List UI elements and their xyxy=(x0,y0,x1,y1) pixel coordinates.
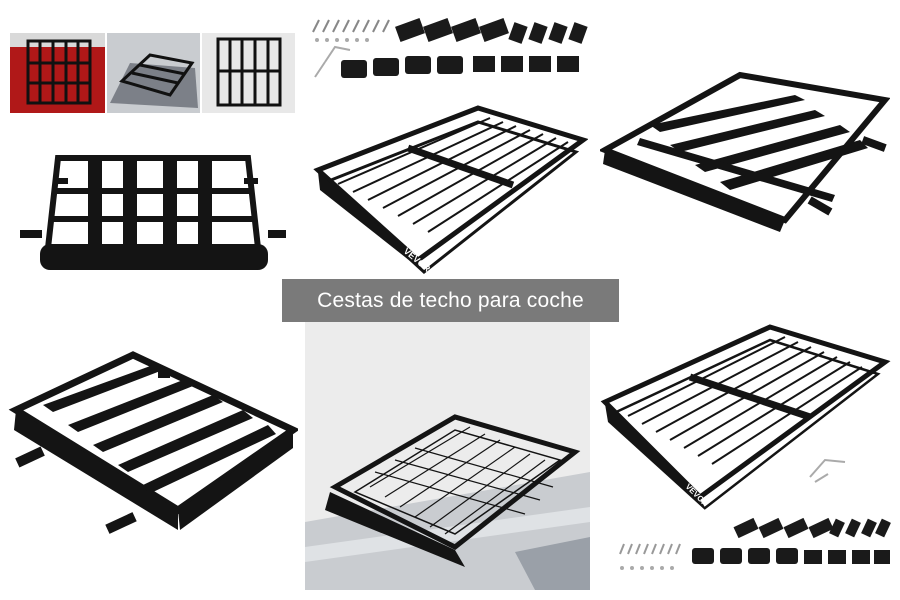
rack-graphic xyxy=(20,155,286,270)
basket-on-car-photo xyxy=(305,322,590,590)
wire-basket-rack-photo: VEVOR xyxy=(308,100,588,275)
collage-graphic xyxy=(10,33,295,113)
basket-hardware-graphic: VEVOR xyxy=(600,324,891,570)
wire-basket-hardware-photo: VEVOR xyxy=(600,322,892,580)
caption-banner: Cestas de techo para coche xyxy=(282,279,619,322)
collage-car-photos xyxy=(10,33,295,113)
angled-rack-graphic xyxy=(600,71,890,232)
platform-feet-graphic xyxy=(8,351,298,534)
caption-text: Cestas de techo para coche xyxy=(317,288,584,312)
car-scene-graphic xyxy=(305,322,590,590)
hardware-graphic xyxy=(312,18,588,78)
flat-platform-rack-photo xyxy=(18,148,288,273)
hardware-kit-photo-top xyxy=(305,12,595,87)
basket-graphic: VEVOR xyxy=(313,105,588,274)
angled-platform-rack-photo xyxy=(600,70,890,235)
platform-rack-feet-photo xyxy=(8,350,298,540)
